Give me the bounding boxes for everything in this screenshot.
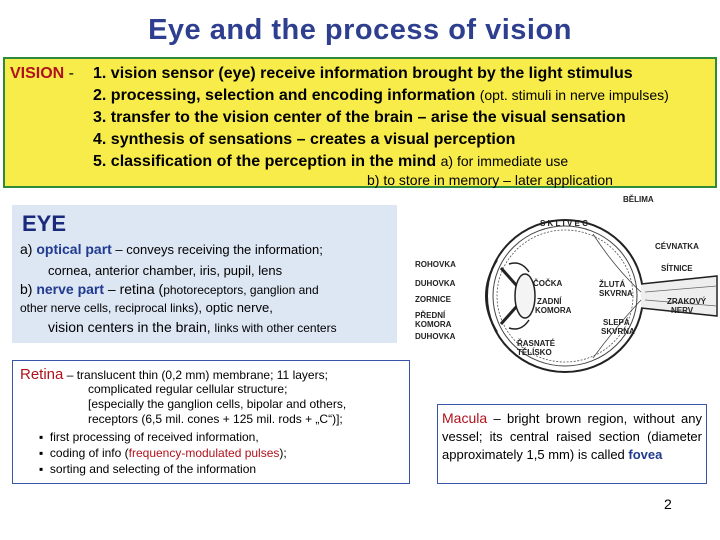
label-zluta: ŽLUTÁ [599,280,625,289]
eye-cross-section-illustration: S K L I V E C BĚLIMA ROHOVKA DUHOVKA ZOR… [415,195,718,373]
optical-part-list: cornea, anterior chamber, iris, pupil, l… [48,263,283,278]
label-zrakovy-nerv: NERV [671,306,694,315]
vision-box: VISION - 1. vision sensor (eye) receive … [3,57,717,188]
label-rasnate-telisko: TĚLÍSKO [517,348,552,357]
vision-subitem: b) to store in memory – later applicatio… [367,172,613,188]
label-duhovka: DUHOVKA [415,279,456,288]
retina-line-2: complicated regular cellular structure; [88,382,288,396]
nerve-part-line: b) nerve part – retina (photoreceptors, … [20,281,319,297]
retina-line-4: receptors (6,5 mil. cones + 125 mil. rod… [88,412,343,426]
slide-title: Eye and the process of vision [148,14,572,46]
optical-part-line: a) optical part – conveys receiving the … [20,241,323,257]
vision-item-4: 4. synthesis of sensations – creates a v… [93,131,516,148]
vision-item-2: 2. processing, selection and encoding in… [93,87,669,104]
retina-line-3: [especially the ganglion cells, bipolar … [88,397,347,411]
label-rohovka: ROHOVKA [415,260,456,269]
label-slepa: SLEPÁ [603,318,630,327]
vision-item-3: 3. transfer to the vision center of the … [93,109,626,126]
label-zornice: ZORNICE [415,295,452,304]
label-predni: PŘEDNÍ [415,311,446,320]
label-zrakovy: ZRAKOVÝ [667,297,707,306]
label-rasnate: ŘASNATÉ [517,339,556,348]
nerve-part-line-3: vision centers in the brain, links with … [48,319,337,335]
macula-text: – bright brown region, without any vesse… [442,411,702,462]
label-sklivec: S K L I V E C [540,219,588,228]
fovea-term: fovea [628,447,663,462]
label-cevnatka: CÉVNATKA [655,242,699,251]
eye-diagram: S K L I V E C BĚLIMA ROHOVKA DUHOVKA ZOR… [405,188,720,403]
retina-section: Retina – translucent thin (0,2 mm) membr… [12,360,410,484]
vision-item-1: 1. vision sensor (eye) receive informati… [93,65,633,82]
retina-bullet-1: ▪ first processing of received informati… [39,430,259,444]
nerve-part-line-2: other nerve cells, reciprocal links), op… [20,300,273,315]
label-belima: BĚLIMA [623,195,654,204]
label-cocka: ČOČKA [533,279,563,288]
eye-section: EYE a) optical part – conveys receiving … [12,205,397,343]
vision-label: VISION - [10,65,75,82]
label-zadni-komora: KOMORA [535,306,572,315]
label-zadni: ZADNÍ [537,297,562,306]
label-zluta-skvrna: SKVRNA [599,289,633,298]
slide-number: 2 [664,496,672,512]
label-slepa-skvrna: SKVRNA [601,327,635,336]
retina-bullet-2: ▪ coding of info (frequency-modulated pu… [39,446,287,460]
label-predni-komora: KOMORA [415,320,452,329]
label-sitnice: SÍTNICE [661,264,693,273]
macula-label: Macula [442,410,488,426]
vision-item-5: 5. classification of the perception in t… [93,153,569,170]
label-duhovka-2: DUHOVKA [415,332,456,341]
retina-bullet-3: ▪ sorting and selecting of the informati… [39,462,257,476]
macula-section: Macula – bright brown region, without an… [437,404,707,484]
retina-line-1: Retina – translucent thin (0,2 mm) membr… [20,366,328,383]
eye-heading: EYE [22,211,67,236]
